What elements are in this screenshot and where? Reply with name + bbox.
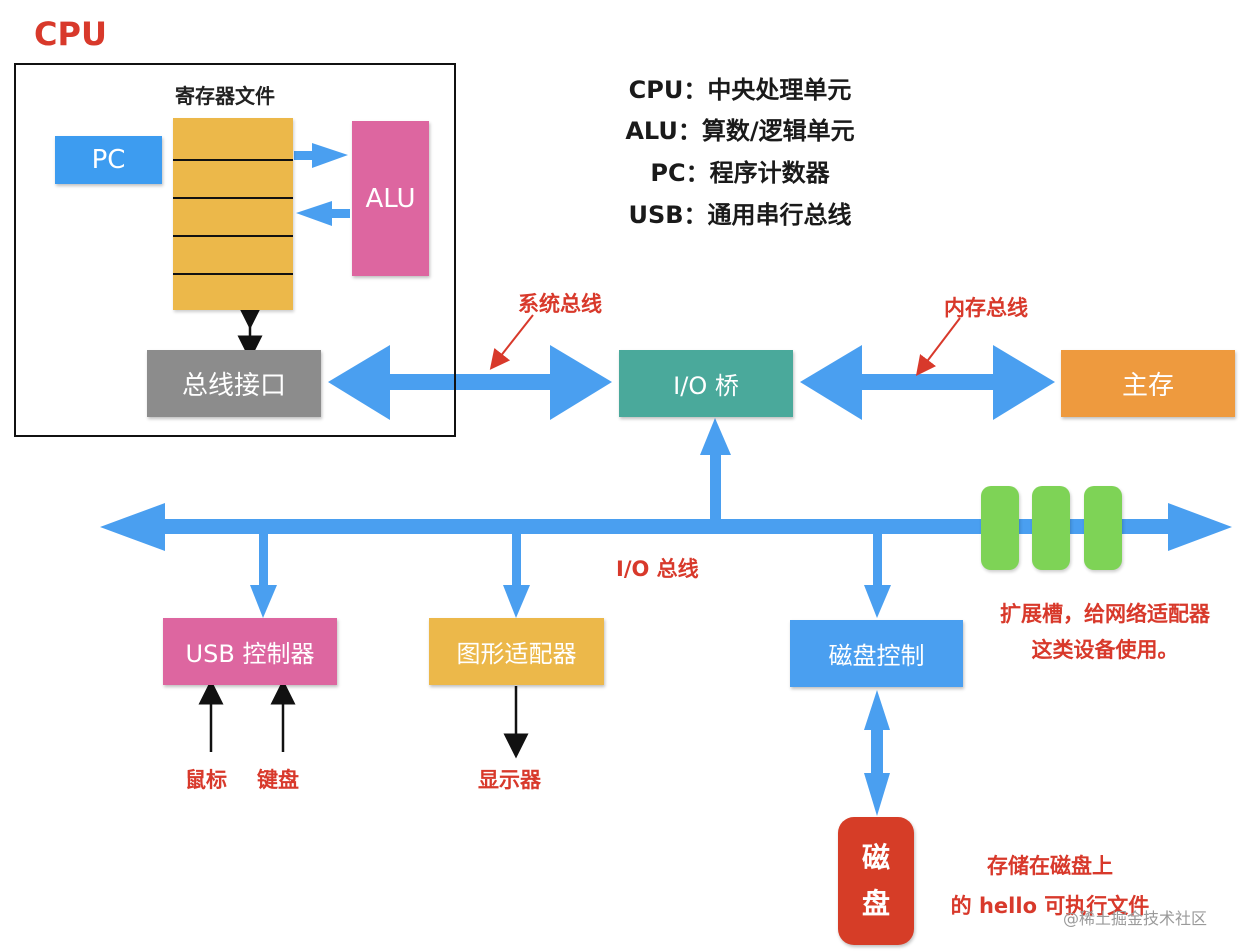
io-to-usb-arrow — [250, 530, 277, 618]
graphics-adapter-box[interactable]: 图形适配器 — [429, 618, 604, 685]
register-divider — [173, 235, 293, 237]
expansion-slot[interactable] — [1032, 486, 1070, 570]
system-bus-pointer — [489, 314, 534, 370]
main-memory-box[interactable]: 主存 — [1061, 350, 1235, 417]
register-divider — [173, 273, 293, 275]
alu-box[interactable]: ALU — [352, 121, 429, 276]
io-to-graphics-arrow — [503, 530, 530, 618]
register-divider — [173, 159, 293, 161]
memory-bus-label: 内存总线 — [944, 296, 1028, 320]
legend-usb: USB：通用串行总线 — [628, 201, 852, 229]
disk-controller-to-disk-arrow — [864, 690, 890, 816]
io-bus-arrow — [100, 503, 1232, 551]
bus-interface-box[interactable]: 总线接口 — [147, 350, 321, 417]
system-bus-label: 系统总线 — [518, 292, 602, 316]
hello-note-line1: 存储在磁盘上 — [987, 854, 1113, 878]
hello-note: 存储在磁盘上 的 hello 可执行文件 — [925, 846, 1175, 926]
expansion-slot[interactable] — [981, 486, 1019, 570]
expansion-note-line1: 扩展槽，给网络适配器 — [1000, 602, 1210, 626]
cpu-title: CPU — [34, 15, 107, 53]
system-bus-arrow — [328, 345, 612, 420]
disk-box[interactable]: 磁 盘 — [838, 817, 914, 945]
expansion-slot-note: 扩展槽，给网络适配器 这类设备使用。 — [960, 596, 1250, 668]
display-label: 显示器 — [478, 768, 541, 792]
io-bus-to-bridge-arrow — [700, 418, 731, 522]
legend-cpu: CPU：中央处理单元 — [628, 76, 852, 104]
usb-controller-box[interactable]: USB 控制器 — [163, 618, 337, 685]
mouse-label: 鼠标 — [185, 768, 227, 792]
disk-label-line1: 磁 — [861, 841, 890, 874]
memory-bus-arrow — [800, 345, 1055, 420]
expansion-note-line2: 这类设备使用。 — [1031, 638, 1179, 662]
memory-bus-pointer — [915, 317, 961, 376]
register-to-alu-arrow — [294, 143, 348, 168]
disk-label-line2: 盘 — [861, 887, 890, 920]
io-bridge-box[interactable]: I/O 桥 — [619, 350, 793, 417]
legend-pc: PC：程序计数器 — [650, 159, 830, 187]
disk-controller-box[interactable]: 磁盘控制 — [790, 620, 963, 687]
legend-alu: ALU：算数/逻辑单元 — [625, 117, 855, 145]
pc-box[interactable]: PC — [55, 136, 162, 184]
alu-to-register-arrow — [296, 201, 350, 226]
keyboard-label: 键盘 — [257, 768, 299, 792]
expansion-slot[interactable] — [1084, 486, 1122, 570]
hello-note-line2: 的 hello 可执行文件 — [950, 894, 1150, 918]
io-bus-label: I/O 总线 — [616, 557, 699, 581]
watermark: @稀土掘金技术社区 — [1063, 909, 1208, 928]
register-divider — [173, 197, 293, 199]
register-file[interactable] — [173, 118, 293, 310]
io-to-disk-controller-arrow — [864, 530, 891, 618]
register-file-label: 寄存器文件 — [175, 84, 275, 108]
